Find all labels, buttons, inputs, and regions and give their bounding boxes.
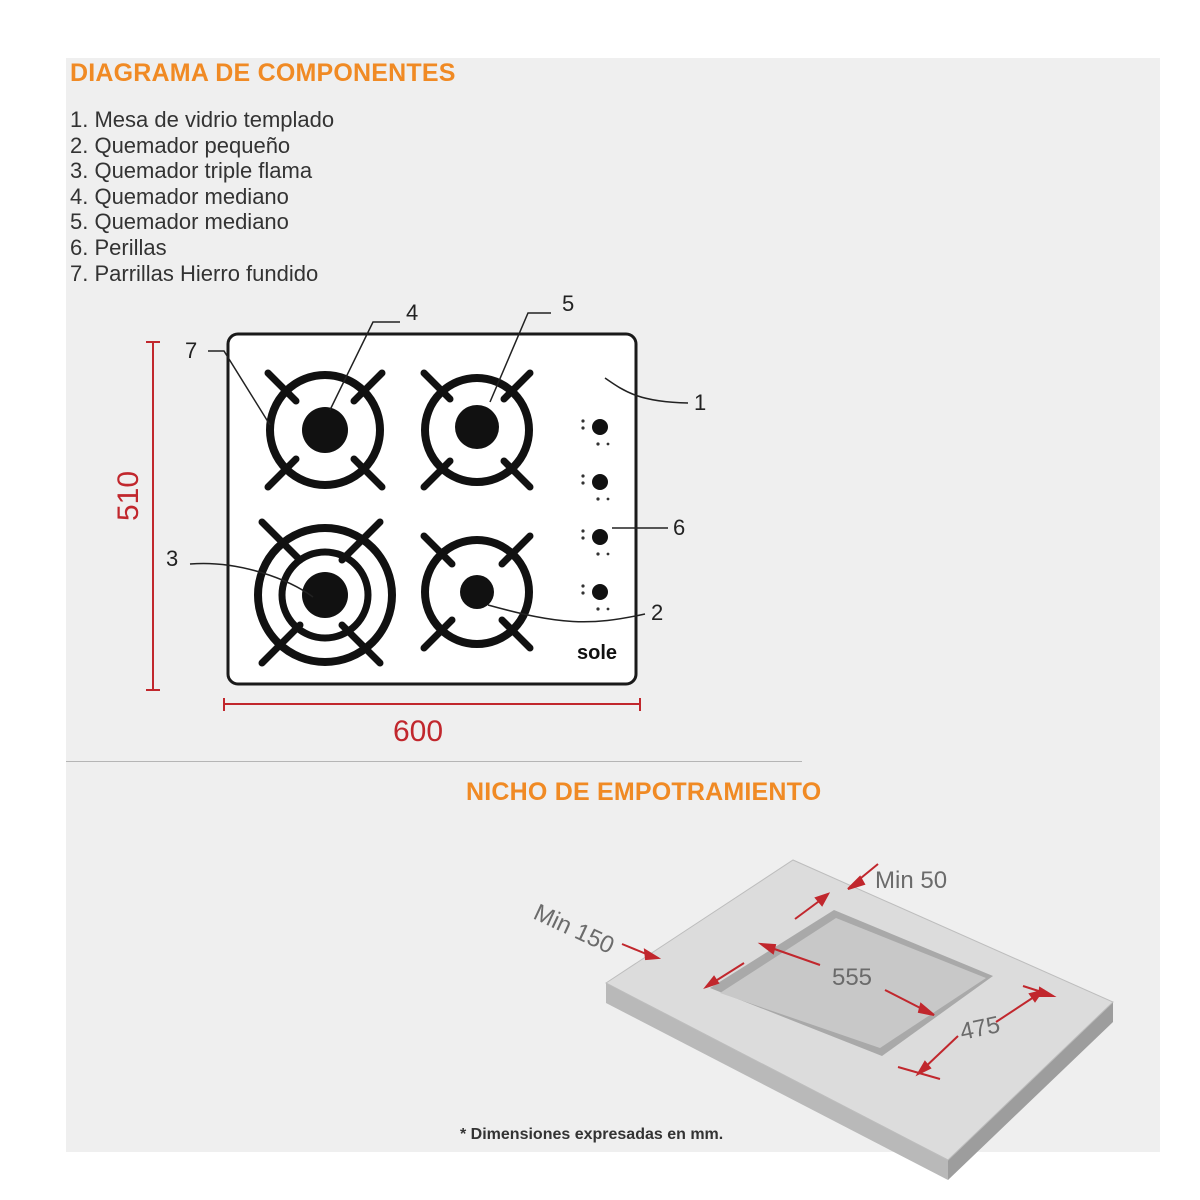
callout-2: 2 <box>651 600 663 625</box>
height-dimension-line <box>146 341 160 691</box>
part-item: 3. Quemador triple flama <box>70 158 313 184</box>
knob <box>581 474 610 501</box>
width-dimension-line <box>223 698 641 711</box>
niche-dimension-arrows <box>621 863 1057 1080</box>
part-item: 5. Quemador mediano <box>70 209 289 235</box>
callout-3: 3 <box>166 546 178 571</box>
part-item: 1. Mesa de vidrio templado <box>70 107 335 132</box>
parts-list: 1. Mesa de vidrio templado 2. Quemador p… <box>70 107 334 286</box>
min-back-label: Min 50 <box>875 867 947 894</box>
knob <box>581 584 610 611</box>
callout-1: 1 <box>694 390 706 415</box>
burner-medium-top-left <box>264 369 386 491</box>
knob <box>581 419 610 446</box>
min-front-label: Min 150 <box>529 899 618 960</box>
callout-leaders <box>189 312 689 623</box>
cut-width-label: 555 <box>832 964 872 991</box>
part-item: 4. Quemador mediano <box>70 183 289 209</box>
section-divider <box>66 761 802 762</box>
part-item: 7. Parrillas Hierro fundido <box>70 260 319 286</box>
knob <box>581 529 610 556</box>
part-item: 6. Perillas <box>70 234 167 260</box>
niche-heading: NICHO DE EMPOTRAMIENTO <box>466 778 822 806</box>
callout-7: 7 <box>185 338 197 363</box>
burner-triple-flame <box>254 518 396 667</box>
components-heading: DIAGRAMA DE COMPONENTES <box>70 59 456 87</box>
footnote: * Dimensiones expresadas en mm. <box>460 1126 724 1143</box>
callout-4: 4 <box>406 300 418 325</box>
part-item: 2. Quemador pequeño <box>70 132 291 158</box>
callout-5: 5 <box>562 291 574 316</box>
burner-medium-top-right <box>420 369 534 491</box>
width-dimension-label: 600 <box>393 715 443 748</box>
countertop-niche <box>605 859 1114 1180</box>
burner-small <box>420 532 534 652</box>
brand-logo: sole <box>577 642 617 664</box>
height-dimension-label: 510 <box>112 471 145 521</box>
callout-6: 6 <box>673 515 685 540</box>
